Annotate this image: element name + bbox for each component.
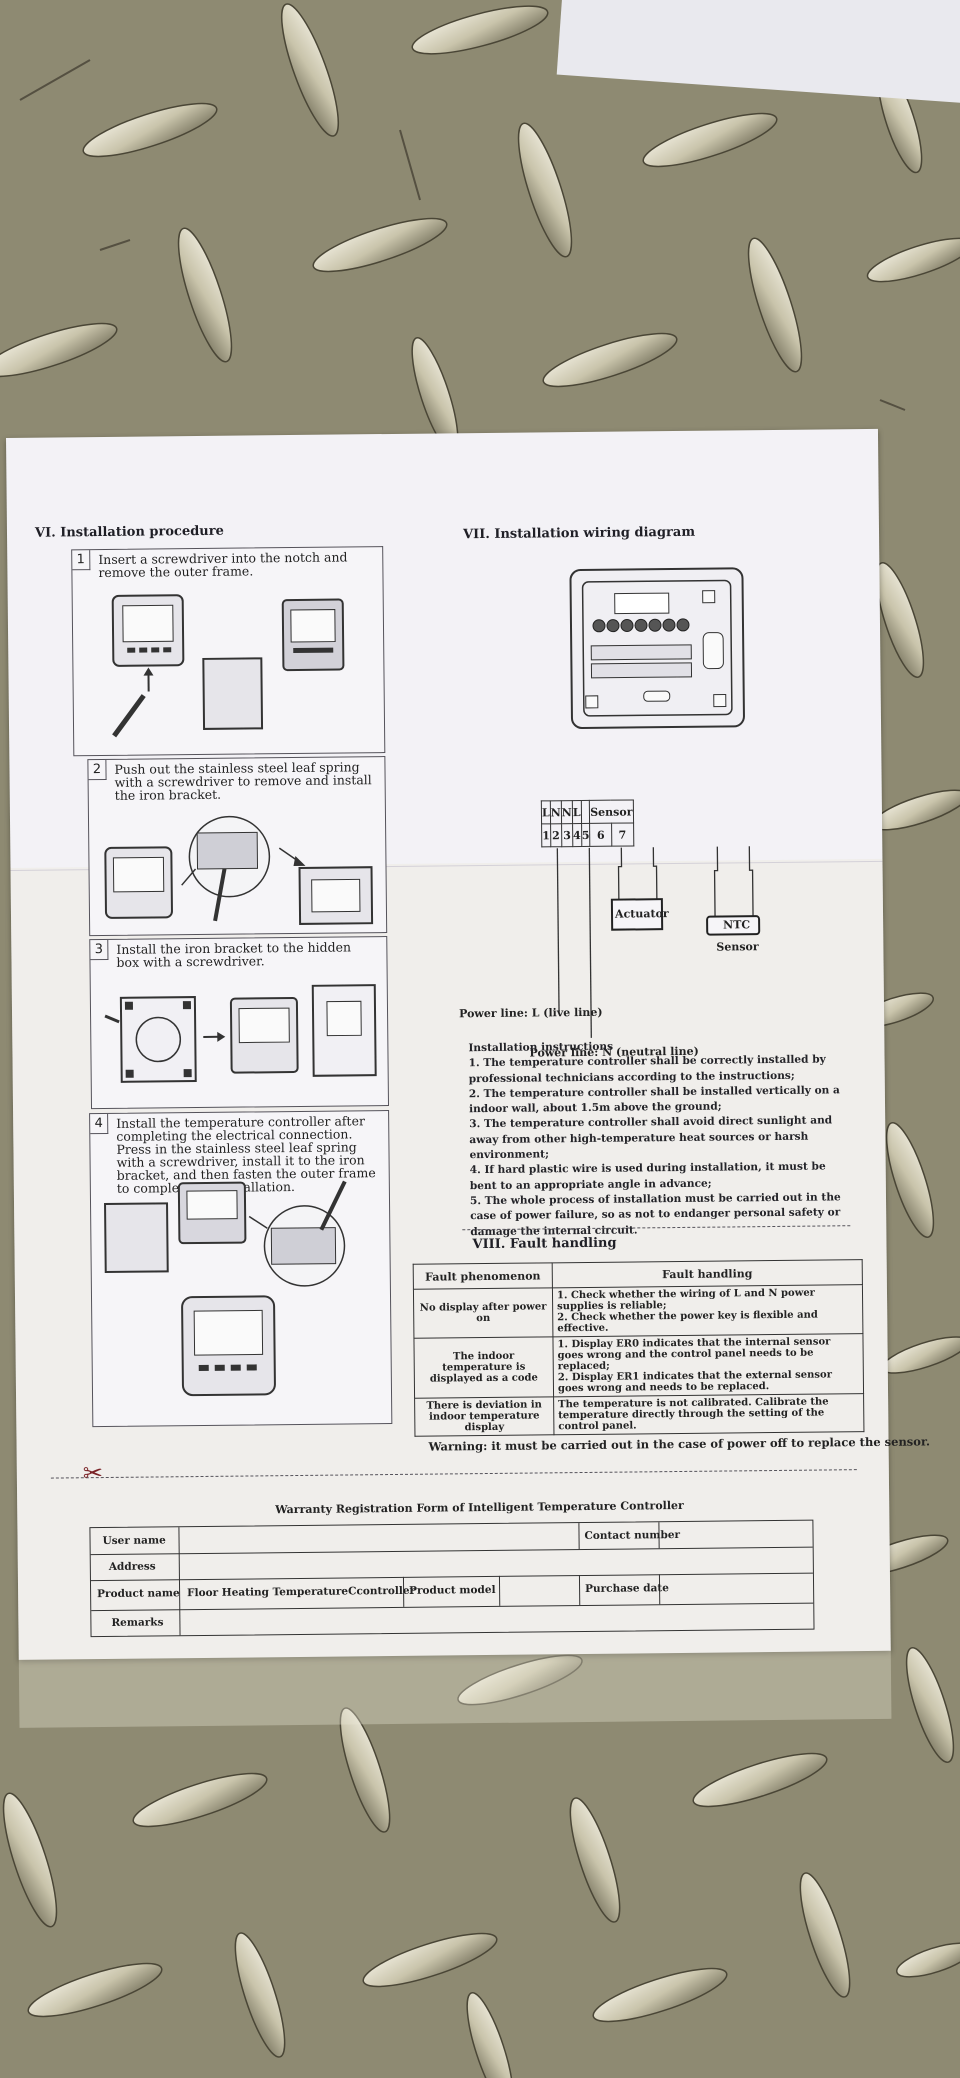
product-model-label: Product model [409, 1583, 496, 1597]
step-3-illustration [104, 984, 377, 1083]
table-row: There is deviation in indoor temperature… [414, 1393, 864, 1437]
handling-line: 2. Display ER1 indicates that the extern… [557, 1369, 833, 1395]
section8-title: VIII. Fault handling [472, 1235, 617, 1253]
handling-line: 1. Check whether the wiring of L and N p… [556, 1287, 815, 1313]
fault-handling: 1. Display ER0 indicates that the intern… [552, 1333, 864, 1397]
install-step-3: 3 Install the iron bracket to the hidden… [89, 936, 390, 1110]
actuator-label: Actuator [614, 907, 669, 921]
step-number: 4 [90, 1113, 109, 1135]
purchase-date-label: Purchase date [585, 1582, 669, 1595]
instruction-item: 2. The temperature controller shall be i… [468, 1084, 840, 1116]
step-number: 1 [72, 550, 91, 571]
fault-header: Fault handling [552, 1259, 863, 1288]
instruction-item: 1. The temperature controller shall be c… [468, 1053, 826, 1085]
installation-instructions: Installation instructions 1. The tempera… [468, 1037, 854, 1240]
power-line-l-label: Power line: L (live line) [458, 1005, 603, 1021]
step-text: Push out the stainless steel leaf spring… [114, 759, 372, 803]
install-step-2: 2 Push out the stainless steel leaf spri… [87, 756, 388, 937]
handling-line: 2. Check whether the power key is flexib… [557, 1309, 818, 1335]
product-name-value: Floor Heating TemperatureCcontroller [187, 1584, 416, 1600]
step-number: 3 [90, 939, 109, 961]
instruction-item: 3. The temperature controller shall avoi… [469, 1114, 833, 1162]
instruction-sheet: VI. Installation procedure 1 Insert a sc… [6, 428, 930, 1728]
fault-phenomenon: No display after power on [413, 1287, 553, 1339]
table-row: No display after power on 1. Check wheth… [413, 1284, 863, 1339]
handling-line: 1. Display ER0 indicates that the intern… [557, 1336, 831, 1373]
step-1-illustration [111, 594, 345, 738]
step-number: 2 [88, 759, 107, 781]
step-text: Install the iron bracket to the hidden b… [116, 939, 352, 970]
fault-handling: 1. Check whether the wiring of L and N p… [552, 1284, 863, 1337]
ntc-label: NTC [723, 918, 751, 932]
section6-title: VI. Installation procedure [34, 523, 224, 541]
product-name-label: Product name [97, 1587, 180, 1601]
handling-line: The temperature is not calibrated. Calib… [558, 1396, 829, 1433]
contact-number-label: Contact number [584, 1529, 681, 1543]
fault-table: Fault phenomenon Fault handling No displ… [413, 1259, 865, 1437]
remarks-label: Remarks [111, 1616, 164, 1629]
sensor-label: Sensor [716, 940, 759, 954]
user-name-label: User name [102, 1534, 166, 1548]
table-row: The indoor temperature is displayed as a… [413, 1333, 864, 1399]
step-4-illustration [104, 1180, 347, 1397]
install-step-4: 4 Install the temperature controller aft… [89, 1110, 393, 1428]
step-text: Insert a screwdriver into the notch and … [98, 549, 348, 581]
install-step-1: 1 Insert a screwdriver into the notch an… [71, 546, 386, 757]
step-2-illustration [104, 815, 374, 925]
fault-phenomenon: There is deviation in indoor temperature… [414, 1396, 554, 1437]
fault-header: Fault phenomenon [413, 1262, 553, 1290]
instruction-item: 4. If hard plastic wire is used during i… [469, 1160, 826, 1192]
fault-handling: The temperature is not calibrated. Calib… [553, 1393, 864, 1435]
address-label: Address [108, 1560, 156, 1573]
wiring-lines [556, 846, 761, 1038]
scissors-icon: ✂ [82, 1459, 104, 1488]
warranty-form: User name Contact number Address Product… [89, 1519, 815, 1638]
controller-back-illustration [569, 567, 745, 729]
section7-title: VII. Installation wiring diagram [462, 524, 696, 543]
fault-phenomenon: The indoor temperature is displayed as a… [413, 1336, 554, 1399]
instruction-item: 5. The whole process of installation mus… [469, 1191, 841, 1238]
